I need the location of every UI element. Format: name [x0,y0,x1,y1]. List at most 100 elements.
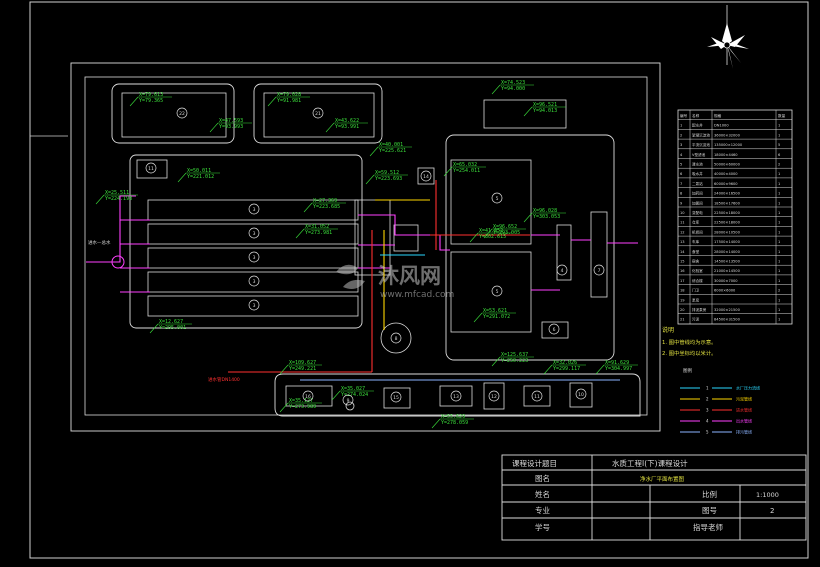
pump-station [590,211,608,298]
unit-number: 15 [393,395,399,401]
table-cell: 1 [778,298,780,302]
table-cell: 仓库 [692,220,700,225]
small-building [541,321,569,339]
coordinate-y: Y=225.621 [379,148,406,154]
unit-number: 13 [453,394,459,400]
table-cell: 1 [778,240,780,244]
table-header-cell: 数量 [778,113,786,118]
leader-line [267,96,277,107]
title-project-value: 水质工程Ⅰ(下)课程设计 [612,458,688,468]
table-cell: 19 [680,298,685,302]
leader-line [523,212,533,223]
unit-marker [450,390,462,402]
table-cell: 13 [680,240,685,244]
table-cell: 1 [778,192,780,196]
equipment-table [677,109,793,325]
unit-marker [248,227,260,239]
leader-line [369,146,379,157]
pipelines [86,180,638,381]
site-inner-boundary [84,76,648,416]
table-cell: 1 [778,279,780,283]
clear-water-tank-2 [450,251,532,333]
table-cell: 9 [680,201,683,205]
table-cell: 1 [778,201,780,205]
coordinate-y: Y=278.059 [441,420,468,426]
coordinate-x: X=27.369 [313,198,337,204]
table-cell: 7 [680,182,682,186]
leader-line [469,232,479,243]
unit-marker [390,332,402,344]
north-arrow-icon [707,5,749,69]
coordinate-x: X=53.621 [483,308,507,314]
svg-text:www.mfcad.com: www.mfcad.com [380,290,454,300]
unit-marker [420,170,432,182]
legend-number: 1 [706,386,709,391]
site-outer-boundary [70,62,661,432]
table-cell: 吸水井 [692,171,703,176]
coordinate-y: Y=94.000 [501,86,525,92]
table-cell: 2 [778,289,780,293]
coordinate-y: Y=302.615 [479,234,506,240]
table-cell: 14500×13500 [714,260,741,264]
title-advisor-label: 指导老师 [693,522,723,532]
leader-line [279,402,289,413]
table-cell: 18 [680,289,685,293]
title-sheet-label: 图号 [702,506,717,515]
unit-number: 22 [179,111,185,117]
treatment-block [445,134,615,361]
coordinate-y: Y=223.693 [375,176,402,182]
leader-line [149,323,159,334]
unit-marker [491,285,503,297]
unit-number: 10 [578,392,584,398]
table-cell: 28000×10500 [714,230,741,234]
leader-line [595,364,605,375]
unit-number: 3 [253,207,256,213]
sedimentation-block [129,154,363,329]
coordinate-y: Y=79.365 [139,98,163,104]
table-header-cell: 规格 [714,113,722,118]
unit-marker [548,323,560,335]
coordinate-x: X=12.627 [159,319,183,325]
table-cell: 21000×14500 [714,269,741,273]
table-cell: 食堂 [692,249,700,254]
watermark: 沐风网 www.mfcad.com [336,264,454,300]
legend-label: 排污管线 [736,429,752,435]
notes-heading: 说明 [662,326,674,334]
unit-number: 6 [553,327,556,333]
legend-label: 出水管线 [736,418,752,424]
table-cell: 4 [680,153,683,157]
svg-text:沐风网: 沐风网 [378,264,441,288]
title-sheet-value: 2 [770,507,774,515]
coordinate-y: Y=274.024 [341,392,368,398]
unit-marker [488,390,500,402]
table-cell: 泵房 [692,297,700,302]
building-21-inner [263,92,375,138]
coordinate-y: Y=304.997 [605,366,632,372]
table-header-cell: 编号 [680,113,688,118]
unit-marker [491,192,503,204]
unit-marker [312,107,324,119]
leader-line [209,122,219,133]
inlet-node-icon [111,255,125,269]
legend-number: 3 [706,408,709,413]
unit-number: 16 [305,394,311,400]
coordinate-x: X=32.026 [553,360,577,366]
suction-well [556,224,572,281]
table-cell: 1 [778,211,780,215]
table-cell: 17 [680,279,685,283]
title-major-label: 专业 [535,505,550,515]
table-cell: 16 [680,269,685,273]
unit-marker [248,251,260,263]
table-cell: 1 [778,182,780,186]
table-cell: 11 [680,221,685,225]
table-cell: 10 [680,211,685,215]
table-cell: 32000×21500 [714,308,741,312]
table-cell: 12 [680,230,685,234]
unit-number: 11 [148,166,154,172]
legend-label: 进水管线 [736,407,752,413]
table-cell: DN1000 [714,124,729,128]
coordinate-x: X=40.001 [379,142,403,148]
coordinate-y: Y=249.221 [289,366,316,372]
building-22 [111,83,235,144]
